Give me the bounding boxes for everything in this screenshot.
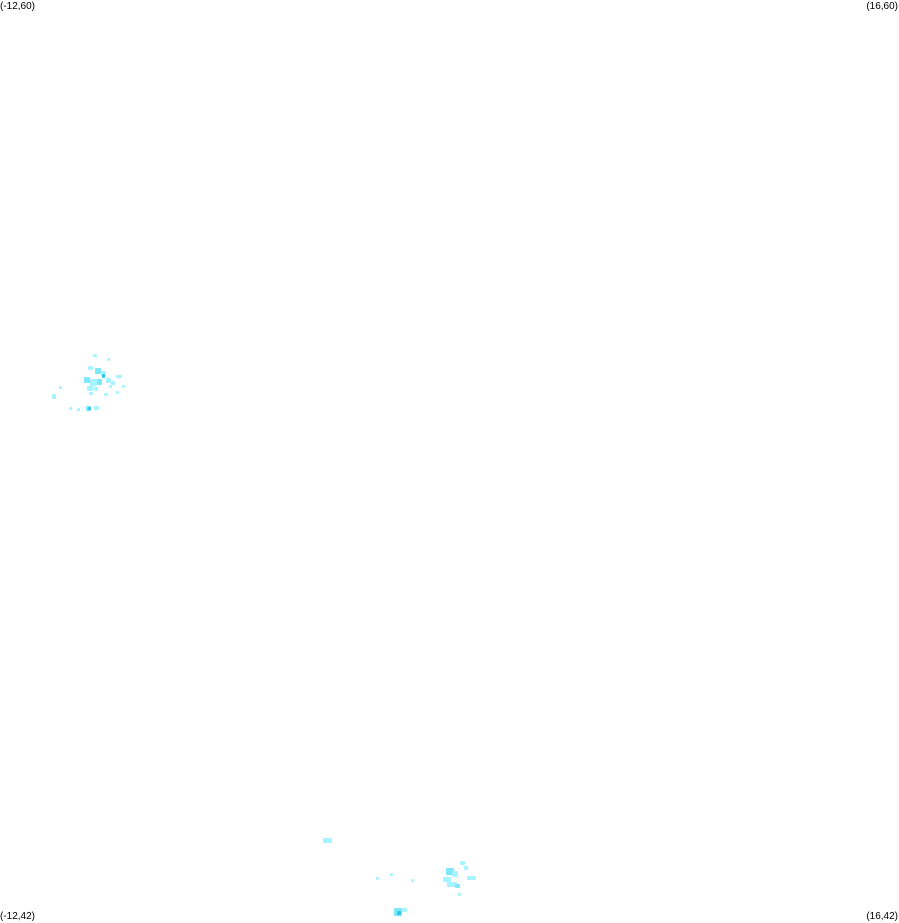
heat-dot	[95, 368, 101, 374]
heat-dot	[94, 406, 99, 410]
heat-dot	[94, 387, 98, 391]
heat-dot	[376, 877, 379, 880]
heat-dot	[397, 911, 401, 915]
heat-dot	[90, 379, 97, 386]
heat-dot	[116, 391, 119, 394]
heat-dot	[104, 393, 108, 396]
heat-dot	[107, 358, 110, 361]
heat-dot	[411, 879, 414, 882]
heat-dot	[77, 408, 80, 411]
heat-dot	[390, 873, 393, 876]
heat-dot	[458, 893, 461, 896]
heat-dot	[101, 371, 106, 376]
heat-dot	[455, 884, 460, 888]
heat-dot	[102, 374, 105, 378]
heat-dot	[84, 377, 90, 383]
heat-dot	[69, 407, 72, 410]
heat-dot	[111, 381, 115, 385]
heat-dot	[59, 386, 62, 389]
heat-dot	[52, 394, 56, 399]
heat-dot	[89, 392, 93, 395]
corner-label-top-right: (16,60)	[866, 1, 898, 12]
heat-dot	[88, 407, 91, 410]
heat-dot	[122, 385, 125, 388]
heat-dot	[446, 868, 454, 875]
heat-dot	[447, 882, 457, 887]
heat-dot	[460, 861, 465, 865]
heat-dot	[116, 375, 122, 378]
heat-dot	[87, 386, 93, 391]
heat-dot	[323, 838, 332, 843]
corner-label-bottom-right: (16,42)	[866, 911, 898, 922]
corner-label-top-left: (-12,60)	[0, 1, 36, 12]
heat-dot	[452, 871, 458, 877]
heat-dot	[93, 354, 97, 357]
heat-dot	[402, 908, 407, 912]
heat-dot	[464, 866, 468, 870]
corner-label-bottom-left: (-12,42)	[0, 911, 36, 922]
heat-dot	[106, 378, 111, 383]
heat-dot	[109, 385, 112, 388]
heat-dot	[88, 366, 93, 370]
heat-dot	[97, 379, 102, 385]
heat-dot	[467, 876, 476, 880]
heat-dot	[443, 877, 451, 882]
